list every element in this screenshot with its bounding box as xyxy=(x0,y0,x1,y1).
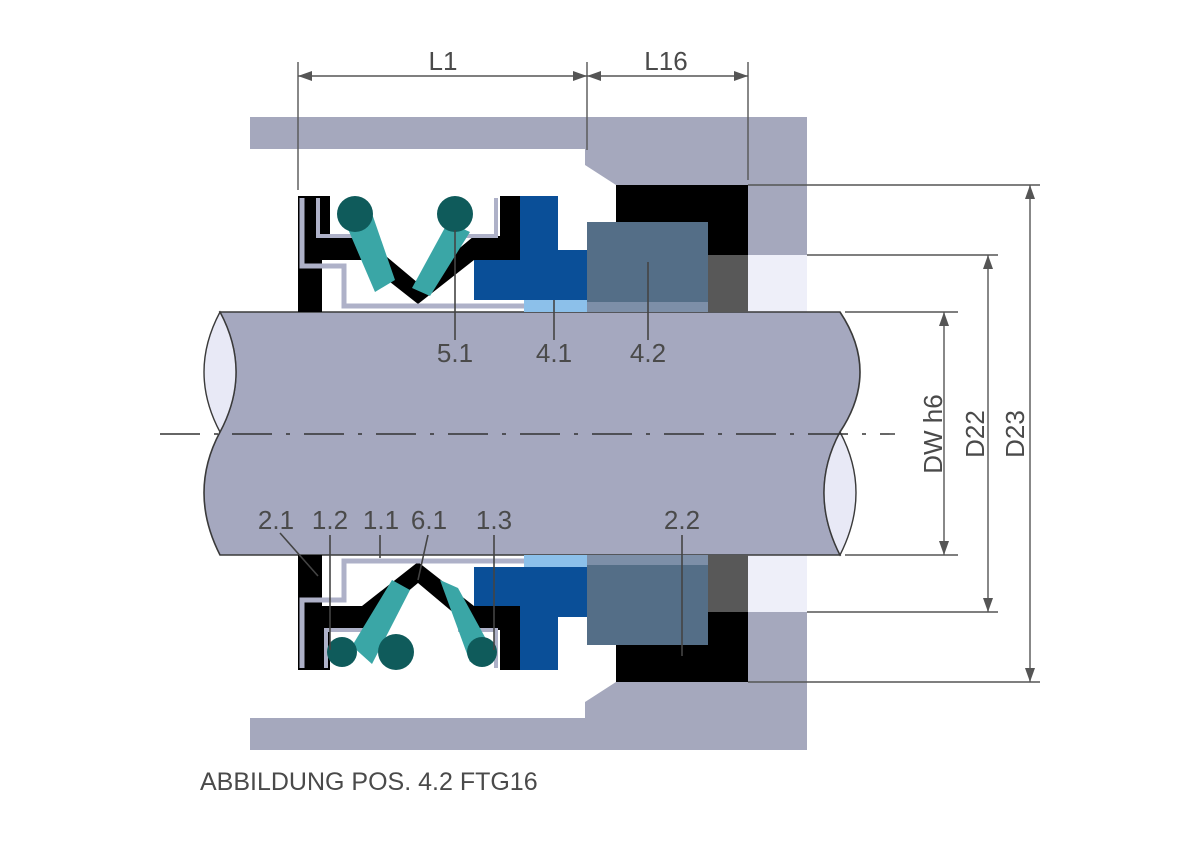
part-label-1-3: 1.3 xyxy=(476,505,512,535)
spring-coil-bottom-right xyxy=(467,637,497,667)
stationary-unit-top xyxy=(587,185,748,312)
metal-cup-right-top xyxy=(458,198,498,238)
metal-sleeve-top xyxy=(299,198,524,309)
part-label-5-1: 5.1 xyxy=(437,338,473,368)
shaft-end-left xyxy=(203,310,237,434)
part-label-2-1: 2.1 xyxy=(258,505,294,535)
seat-ring-insert-bottom xyxy=(524,555,587,567)
metal-sleeve-bottom xyxy=(299,558,524,668)
seat-ring-insert-top xyxy=(524,300,587,312)
stationary-seat-face-bottom xyxy=(587,555,708,565)
seat-ring-bottom xyxy=(474,567,587,670)
part-label-2-2: 2.2 xyxy=(664,505,700,535)
leader-lines xyxy=(279,230,683,656)
spring-coil-bottom-mid xyxy=(378,634,414,670)
rubber-bellows-bottom xyxy=(298,555,520,670)
spring-bottom xyxy=(352,580,410,664)
seat-ring-top xyxy=(474,196,587,300)
stationary-seat-bottom xyxy=(587,565,708,645)
oring-bottom xyxy=(708,555,748,612)
part-label-4-1: 4.1 xyxy=(536,338,572,368)
housing-bore-gap-top xyxy=(748,255,807,312)
metal-cup-left-bottom xyxy=(324,628,366,668)
metal-cup-left-top xyxy=(316,198,366,238)
dim-label-d23: D23 xyxy=(1000,410,1030,458)
rotating-unit-top xyxy=(298,196,587,312)
oring-top xyxy=(708,255,748,312)
dim-label-l1: L1 xyxy=(429,46,458,76)
housing xyxy=(250,117,807,750)
spring-coil-top-right xyxy=(437,196,473,232)
shaft-end-right xyxy=(823,430,857,557)
part-label-1-2: 1.2 xyxy=(312,505,348,535)
dim-label-dw: DW h6 xyxy=(918,394,948,473)
spring-coil-bottom-left xyxy=(327,637,357,667)
spring-coil-top-left xyxy=(337,196,373,232)
figure-caption: ABBILDUNG POS. 4.2 FTG16 xyxy=(200,768,538,796)
dim-label-d22: D22 xyxy=(960,410,990,458)
part-label-6-1: 6.1 xyxy=(411,505,447,535)
housing-bore-gap-bottom xyxy=(748,555,807,612)
part-label-1-1: 1.1 xyxy=(363,505,399,535)
rubber-bellows-top xyxy=(298,196,520,312)
dim-label-l16: L16 xyxy=(644,46,687,76)
stationary-unit-bottom xyxy=(587,555,748,682)
rotating-unit-bottom xyxy=(298,555,587,670)
dimension-lines xyxy=(297,62,1040,683)
part-label-4-2: 4.2 xyxy=(630,338,666,368)
